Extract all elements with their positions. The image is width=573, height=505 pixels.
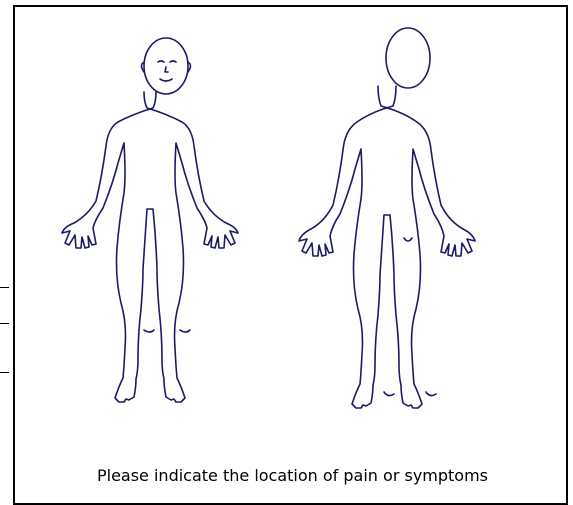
human-body-front-icon[interactable] (62, 38, 238, 402)
body-diagram (0, 0, 573, 487)
instruction-caption: Please indicate the location of pain or … (20, 466, 565, 486)
human-body-back-icon[interactable] (299, 28, 475, 408)
